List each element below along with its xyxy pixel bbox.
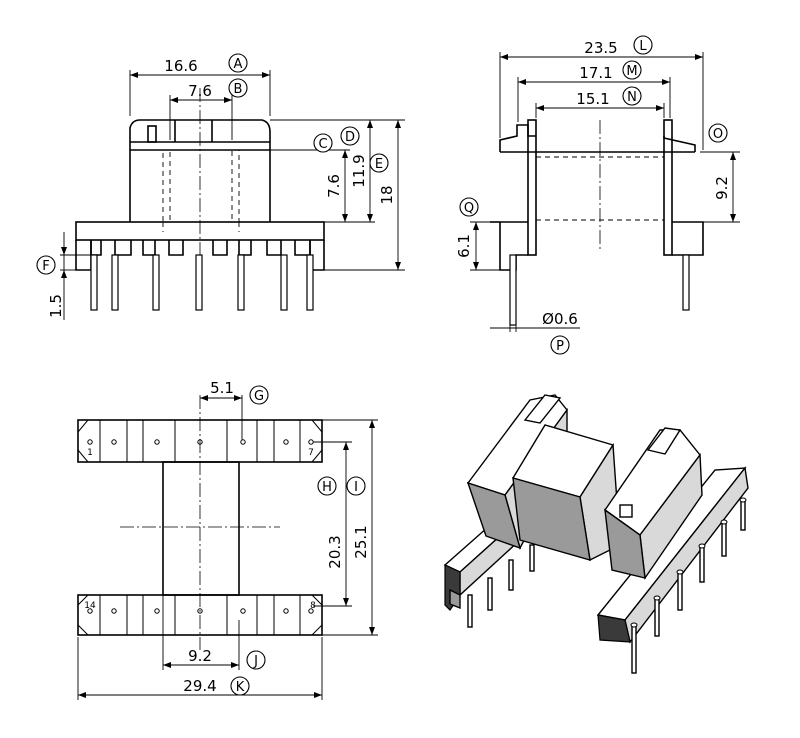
callout-n: N	[622, 86, 642, 106]
callout-b: B	[228, 78, 248, 98]
callout-e: E	[369, 153, 389, 173]
callout-j: J	[246, 650, 266, 670]
pin-number-7: 7	[308, 448, 314, 458]
front-view: 16.6 A 7.6 B 7.6 11.9 18	[36, 53, 405, 320]
callout-d: D	[340, 126, 360, 146]
callout-f: F	[36, 255, 56, 275]
callout-c: C	[313, 133, 333, 153]
callout-a: A	[228, 53, 248, 73]
callout-q: Q	[459, 197, 479, 217]
pin-number-14: 14	[84, 601, 96, 611]
isometric-view	[443, 394, 749, 674]
svg-text:L: L	[639, 39, 647, 54]
svg-text:Q: Q	[464, 201, 474, 216]
callout-i: I	[346, 476, 366, 496]
callout-k: K	[230, 676, 250, 696]
dim-a-value: 16.6	[164, 57, 197, 75]
dim-q-value: 6.1	[455, 234, 473, 258]
svg-text:O: O	[713, 127, 723, 142]
dim-h-value: 20.3	[326, 535, 344, 568]
svg-text:J: J	[253, 654, 258, 669]
dim-g-value: 5.1	[210, 379, 234, 397]
svg-text:H: H	[322, 480, 332, 495]
dim-e-value: 18	[378, 185, 396, 204]
callout-p: P	[550, 335, 570, 355]
dim-o-value: 9.2	[713, 176, 731, 200]
svg-text:D: D	[345, 130, 355, 145]
dim-11-9-vertical: 11.9	[350, 154, 368, 187]
dim-f-value: 1.5	[47, 294, 65, 318]
svg-text:C: C	[318, 137, 327, 152]
side-view: 23.5 L 17.1 M 15.1 N 9.2 O	[455, 35, 740, 355]
svg-text:G: G	[254, 389, 264, 404]
callout-m: M	[622, 60, 642, 80]
callout-h: H	[317, 476, 337, 496]
callout-o: O	[708, 123, 728, 143]
dim-j-value: 9.2	[188, 647, 212, 665]
dim-7-6-vertical: 7.6	[325, 174, 343, 198]
dim-l-value: 23.5	[584, 39, 617, 57]
pin-number-1: 1	[87, 448, 93, 458]
dim-p-value: Ø0.6	[542, 310, 578, 328]
dim-i-value: 25.1	[352, 525, 370, 558]
svg-text:M: M	[626, 64, 637, 79]
top-view: 1 7 14 8 5.1 G 20.3 H 25.1 I	[77, 379, 378, 700]
svg-text:A: A	[234, 57, 243, 72]
svg-text:I: I	[354, 480, 358, 495]
svg-text:B: B	[234, 82, 243, 97]
svg-text:F: F	[42, 259, 49, 274]
dim-n-value: 15.1	[576, 90, 609, 108]
dim-b-value: 7.6	[188, 82, 212, 100]
dim-k-value: 29.4	[183, 677, 216, 695]
callout-l: L	[633, 35, 653, 55]
dim-m-value: 17.1	[579, 64, 612, 82]
svg-text:K: K	[236, 680, 245, 695]
svg-text:E: E	[375, 157, 383, 172]
svg-text:P: P	[556, 339, 564, 354]
callout-g: G	[249, 385, 269, 405]
svg-text:N: N	[627, 90, 637, 105]
